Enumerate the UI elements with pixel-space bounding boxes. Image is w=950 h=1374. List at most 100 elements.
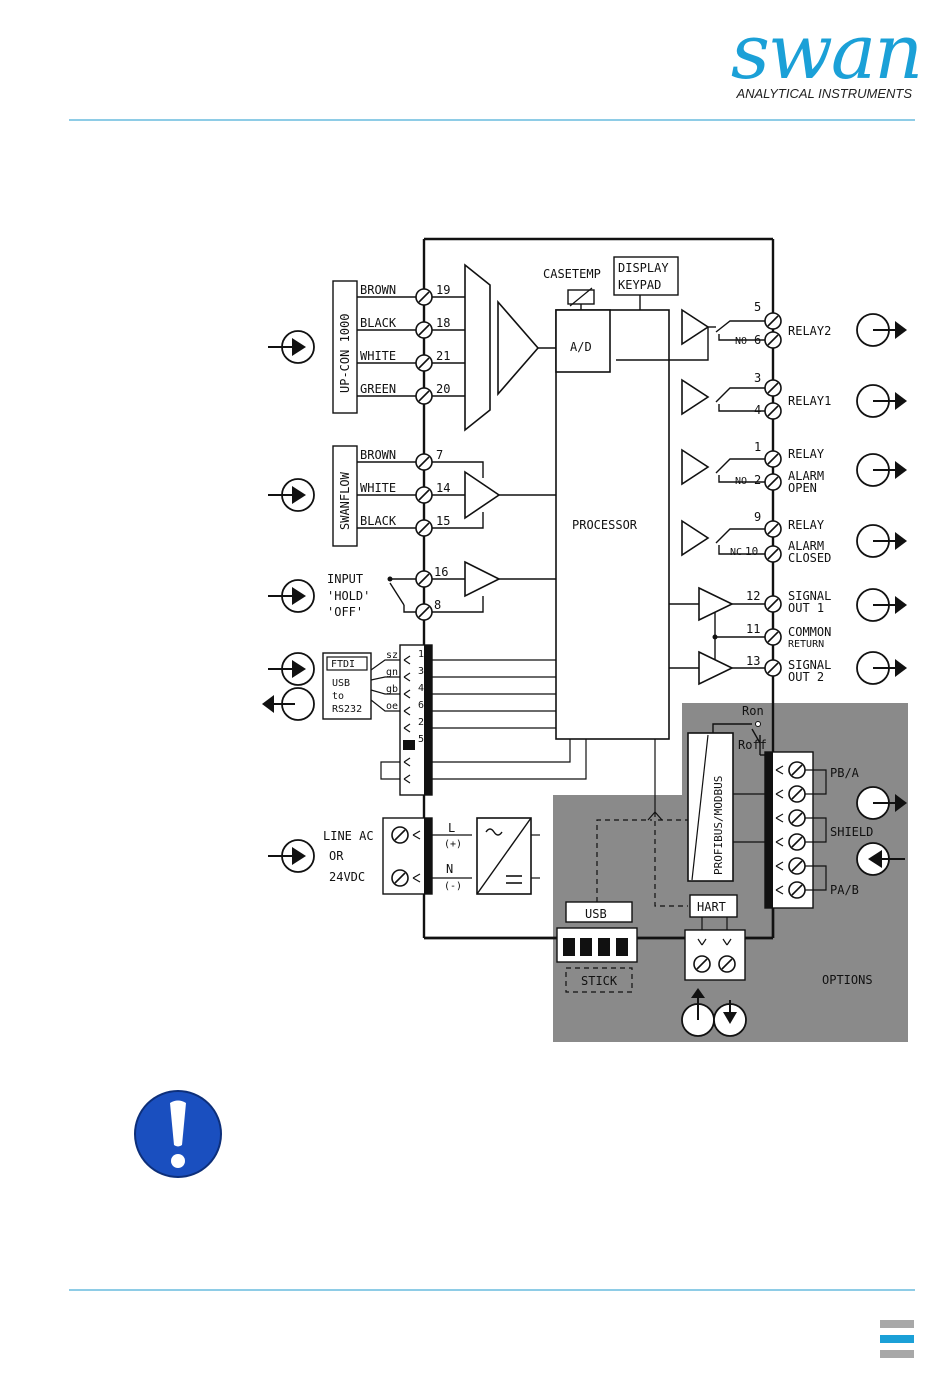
swanflow-section: SWANFLOW BROWN WHITE BLACK 7 14 15 bbox=[267, 445, 556, 547]
options-content: Ron Roff PROFIBUS/MODBUS PB/A SHIE bbox=[556, 704, 908, 1037]
display-label: DISPLAY bbox=[618, 261, 669, 275]
usb-option-label: USB bbox=[585, 907, 607, 921]
alarm-open-label-3: OPEN bbox=[788, 481, 817, 495]
swanflow-terminal-3: 15 bbox=[436, 514, 450, 528]
relay2-contact: NO bbox=[735, 336, 747, 347]
processor-block: A/D PROCESSOR bbox=[555, 309, 670, 740]
return-label: RETURN bbox=[788, 639, 824, 650]
usb-rs232-section: FTDI USB to RS232 sz gn gb oe 1 3 4 6 2 … bbox=[262, 644, 587, 796]
wire-gn: gn bbox=[386, 667, 398, 678]
upcon-wire-3: WHITE bbox=[360, 349, 396, 363]
relay2-terminal-a: 5 bbox=[754, 300, 761, 314]
input-label: INPUT bbox=[327, 572, 363, 586]
signal-out2-label-2: OUT 2 bbox=[788, 670, 824, 684]
input-hold-icon bbox=[267, 579, 315, 613]
wire-sz: sz bbox=[386, 650, 398, 661]
swanflow-wire-3: BLACK bbox=[360, 514, 397, 528]
swanflow-input-icon bbox=[267, 478, 315, 512]
relay1-terminal-a: 3 bbox=[754, 371, 761, 385]
signal-out2-terminal: 13 bbox=[746, 654, 760, 668]
shield-label: SHIELD bbox=[830, 825, 873, 839]
input-off-label: 'OFF' bbox=[327, 605, 363, 619]
power-line-ac: LINE AC bbox=[323, 829, 374, 843]
usb-pin-5: 5 bbox=[418, 734, 424, 745]
swanflow-wire-2: WHITE bbox=[360, 481, 396, 495]
rs232-output-icon bbox=[262, 687, 315, 721]
input-hold-label: 'HOLD' bbox=[327, 589, 370, 603]
signal-outputs-section: 12 11 13 SIGNAL OUT 1 COMMON RETURN SIGN… bbox=[669, 586, 908, 686]
power-input-icon bbox=[267, 839, 315, 873]
keypad-label: KEYPAD bbox=[618, 278, 661, 292]
usb-pin-1: 1 bbox=[418, 649, 424, 660]
relays-section: 5 6 NO RELAY2 3 4 RELAY1 1 2 NO RELAY AL… bbox=[616, 300, 908, 565]
relay1-label: RELAY1 bbox=[788, 394, 831, 408]
logo-wordmark: swan bbox=[731, 7, 921, 96]
swanflow-terminal-1: 7 bbox=[436, 448, 443, 462]
footer-stripes-icon bbox=[880, 1320, 914, 1358]
upcon-wire-4: GREEN bbox=[360, 382, 396, 396]
upcon-terminal-1: 19 bbox=[436, 283, 450, 297]
power-l-sign: (+) bbox=[444, 839, 462, 850]
swan-logo: swan ANALYTICAL INSTRUMENTS bbox=[731, 7, 923, 101]
power-or: OR bbox=[329, 849, 344, 863]
alarm-open-output-icon bbox=[856, 453, 908, 487]
to-label: to bbox=[332, 691, 344, 702]
upcon-input-icon bbox=[267, 330, 315, 364]
processor-label: PROCESSOR bbox=[572, 518, 638, 532]
signal-out1-icon bbox=[856, 588, 908, 622]
relay1-terminal-b: 4 bbox=[754, 403, 761, 417]
relay2-terminal-b: 6 bbox=[754, 333, 761, 347]
power-section: LINE AC OR 24VDC L (+) N (-) bbox=[267, 817, 540, 895]
pb-a-label: PB/A bbox=[830, 766, 860, 780]
alarm-closed-output-icon bbox=[856, 524, 908, 558]
alarm-open-label-1: RELAY bbox=[788, 447, 825, 461]
common-label: COMMON bbox=[788, 625, 831, 639]
alarm-closed-label-3: CLOSED bbox=[788, 551, 831, 565]
upcon-terminal-2: 18 bbox=[436, 316, 450, 330]
input-terminal-2: 8 bbox=[434, 598, 441, 612]
relay2-output-icon bbox=[856, 313, 908, 347]
usb-pin-2: 2 bbox=[418, 717, 424, 728]
casetemp-label: CASETEMP bbox=[543, 267, 601, 281]
input-terminal-1: 16 bbox=[434, 565, 448, 579]
display-keypad: DISPLAY KEYPAD bbox=[613, 256, 679, 310]
upcon-wire-1: BROWN bbox=[360, 283, 396, 297]
upcon-terminal-3: 21 bbox=[436, 349, 450, 363]
alarm-closed-terminal-a: 9 bbox=[754, 510, 761, 524]
alarm-closed-label-2: ALARM bbox=[788, 539, 824, 553]
upcon-label: UP-CON 1000 bbox=[338, 314, 352, 393]
alarm-open-contact: NO bbox=[735, 476, 747, 487]
hart-label: HART bbox=[697, 900, 726, 914]
roff-label: Roff bbox=[738, 738, 767, 752]
ad-label: A/D bbox=[570, 340, 592, 354]
alarm-open-label-2: ALARM bbox=[788, 469, 824, 483]
swanflow-terminal-2: 14 bbox=[436, 481, 450, 495]
input-hold-section: INPUT 'HOLD' 'OFF' 16 8 bbox=[267, 560, 556, 621]
hart-io-icon bbox=[681, 988, 747, 1037]
alarm-closed-terminal-b: 10 bbox=[745, 545, 758, 558]
rs232-label: RS232 bbox=[332, 704, 362, 715]
ron-label: Ron bbox=[742, 704, 764, 718]
options-label: OPTIONS bbox=[822, 973, 873, 987]
usb-label: USB bbox=[332, 678, 350, 689]
upcon-wire-2: BLACK bbox=[360, 316, 397, 330]
signal-out1-terminal: 12 bbox=[746, 589, 760, 603]
alarm-open-terminal-b: 2 bbox=[754, 473, 761, 487]
usb-pin-6: 6 bbox=[418, 700, 424, 711]
signal-out2-label-1: SIGNAL bbox=[788, 658, 831, 672]
signal-out2-icon bbox=[856, 651, 908, 685]
alarm-open-terminal-a: 1 bbox=[754, 440, 761, 454]
stick-label: STICK bbox=[581, 974, 618, 988]
pa-b-label: PA/B bbox=[830, 883, 859, 897]
fieldbus-label: PROFIBUS/MODBUS bbox=[712, 776, 725, 875]
relay2-label: RELAY2 bbox=[788, 324, 831, 338]
power-24vdc: 24VDC bbox=[329, 870, 365, 884]
fieldbus-input-icon bbox=[856, 842, 905, 876]
upcon-terminal-4: 20 bbox=[436, 382, 450, 396]
wire-gb: gb bbox=[386, 684, 398, 695]
power-l: L bbox=[448, 821, 455, 835]
alarm-closed-contact: NC bbox=[730, 547, 742, 558]
signal-out1-label-1: SIGNAL bbox=[788, 589, 831, 603]
